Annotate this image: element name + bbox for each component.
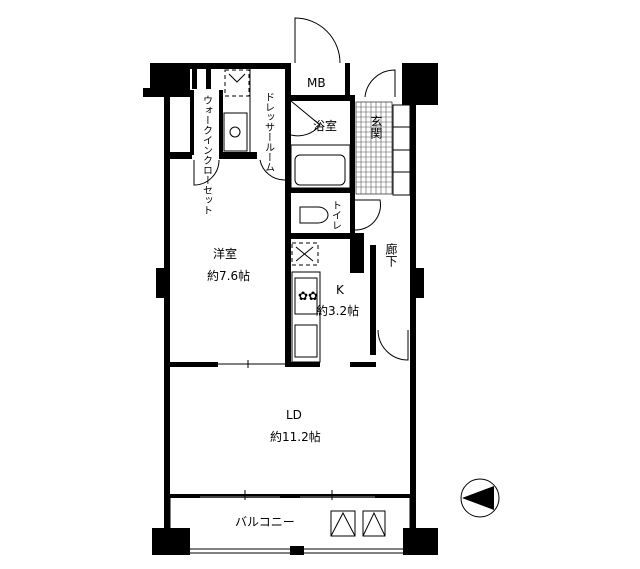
- bath-door: [290, 100, 321, 137]
- shoe-shelf: [392, 104, 411, 196]
- label-hallway: 廊下: [384, 242, 398, 267]
- label-kitchen: K: [336, 283, 345, 297]
- walls: [143, 63, 438, 555]
- label-toilet: トイレ: [330, 200, 342, 230]
- mb-door: [294, 17, 341, 64]
- aircon-unit-1: [330, 510, 356, 537]
- label-dresser-room: ドレッサールーム: [263, 92, 275, 172]
- label-entrance: 玄関: [369, 114, 383, 139]
- dresser-door: [259, 159, 286, 181]
- label-western-room: 洋室: [213, 246, 237, 261]
- doors: [193, 17, 409, 500]
- label-balcony: バルコニー: [235, 515, 295, 529]
- label-ld: LD: [286, 408, 302, 422]
- sink: [294, 324, 318, 358]
- fixtures: ✿✿: [223, 69, 411, 537]
- closet-door: [193, 159, 220, 186]
- hall-door: [377, 329, 409, 361]
- north-arrow-icon: [460, 478, 500, 518]
- aircon-unit-2: [362, 510, 386, 537]
- washer-space: [224, 69, 250, 97]
- entrance-tile: [355, 101, 393, 195]
- entrance-door: [364, 69, 396, 98]
- fridge-space: [291, 242, 319, 266]
- svg-text:✿✿: ✿✿: [298, 289, 318, 303]
- label-kitchen-size: 約3.2帖: [316, 303, 359, 318]
- label-bathroom: 浴室: [313, 118, 337, 133]
- toilet-door: [354, 199, 381, 231]
- label-western-room-size: 約7.6帖: [207, 268, 250, 283]
- pipe-space: [354, 239, 362, 269]
- bathtub: [294, 154, 346, 186]
- label-walk-in-closet: ウォークインクローセット: [201, 95, 213, 215]
- washbasin: [223, 112, 248, 152]
- label-mb: MB: [307, 76, 326, 90]
- label-ld-size: 約11.2帖: [270, 429, 321, 444]
- toilet-bowl: [299, 206, 329, 224]
- stove: [294, 277, 318, 315]
- kitchen-counter: [291, 271, 321, 363]
